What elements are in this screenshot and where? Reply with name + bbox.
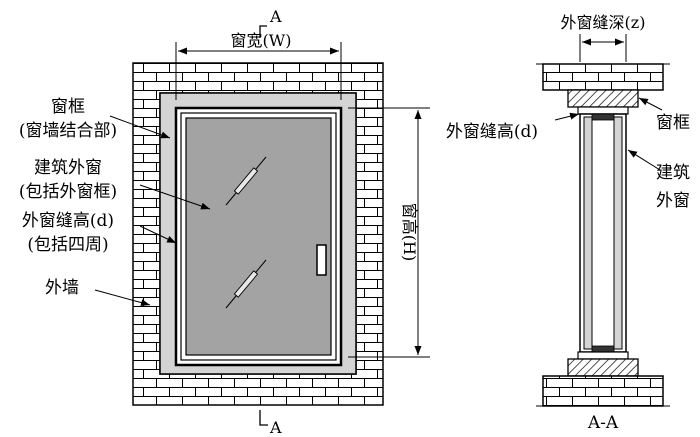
section-window-line1: 建筑	[656, 163, 690, 183]
window-glass	[185, 117, 332, 356]
label-gap-line1: 外窗缝高(d)	[22, 211, 114, 231]
section-mark-top: A	[259, 7, 282, 38]
glass-reflection-upper	[225, 156, 267, 206]
label-frame-line1: 窗框	[51, 97, 85, 117]
section-bottom-frame	[567, 358, 639, 377]
width-label: 窗宽(W)	[231, 31, 292, 50]
depth-label: 外窗缝深(z)	[561, 13, 646, 32]
label-frame-line2: (窗墙结合部)	[19, 121, 117, 141]
window-handle	[316, 244, 327, 276]
svg-text:A: A	[269, 418, 282, 437]
height-label: 窗高(H)	[400, 203, 419, 261]
glass-reflection-lower	[225, 259, 267, 309]
section-view: 外窗缝深(z) 外窗缝高(d) 窗框 建筑 外窗 A-A	[446, 13, 690, 433]
section-frame-label: 窗框	[656, 113, 690, 133]
label-window-line2: (包括外窗框)	[19, 182, 117, 202]
label-window-line1: 建筑外窗	[34, 158, 102, 178]
section-gap-label: 外窗缝高(d)	[446, 122, 538, 142]
label-wall: 外墙	[45, 278, 79, 298]
section-top-frame	[567, 89, 639, 108]
width-dimension: 窗宽(W)	[175, 31, 342, 100]
height-dimension: 窗高(H)	[348, 107, 430, 358]
front-view: 窗宽(W) 窗高(H) A A 窗框 (窗墙结合部) 建筑外窗 (包括外窗框) …	[19, 7, 430, 437]
depth-dimension: 外窗缝深(z)	[561, 13, 646, 62]
section-top-wall	[542, 63, 664, 91]
section-title: A-A	[587, 413, 619, 433]
section-window-line2: 外窗	[656, 191, 690, 211]
svg-text:A: A	[269, 7, 282, 26]
section-bottom-wall	[542, 375, 664, 407]
section-mark-bottom: A	[259, 410, 282, 437]
label-gap-line2: (包括四周)	[27, 235, 108, 255]
